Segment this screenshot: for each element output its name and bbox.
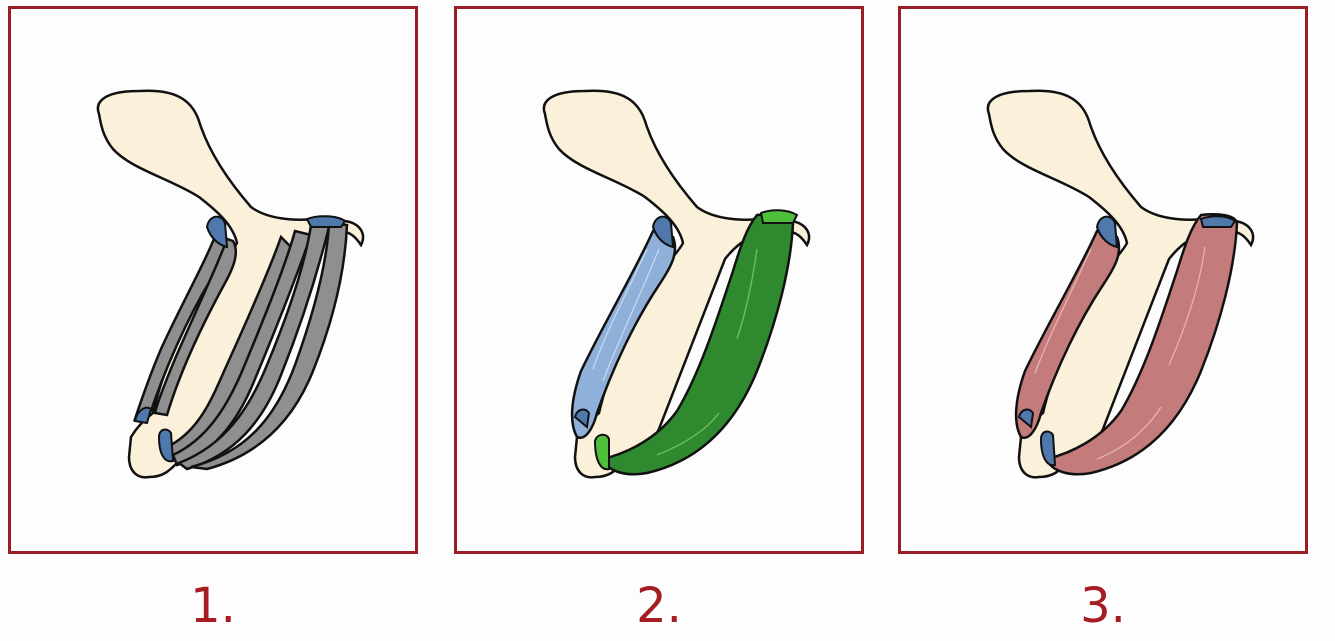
figure-panel-1 xyxy=(8,6,418,554)
arm-muscle-diagram-2 xyxy=(457,9,861,551)
back-tendon-top xyxy=(761,210,797,223)
tendon xyxy=(1201,216,1235,227)
tendon xyxy=(307,216,345,227)
arm-muscle-diagram-3 xyxy=(901,9,1305,551)
figure-panel-3 xyxy=(898,6,1308,554)
figure-label-1: 1. xyxy=(8,576,418,636)
figure-label-3: 3. xyxy=(898,576,1308,636)
figure-panel-2 xyxy=(454,6,864,554)
arm-muscle-diagram-1 xyxy=(11,9,415,551)
figure-label-2: 2. xyxy=(454,576,864,636)
tendon xyxy=(207,217,227,247)
